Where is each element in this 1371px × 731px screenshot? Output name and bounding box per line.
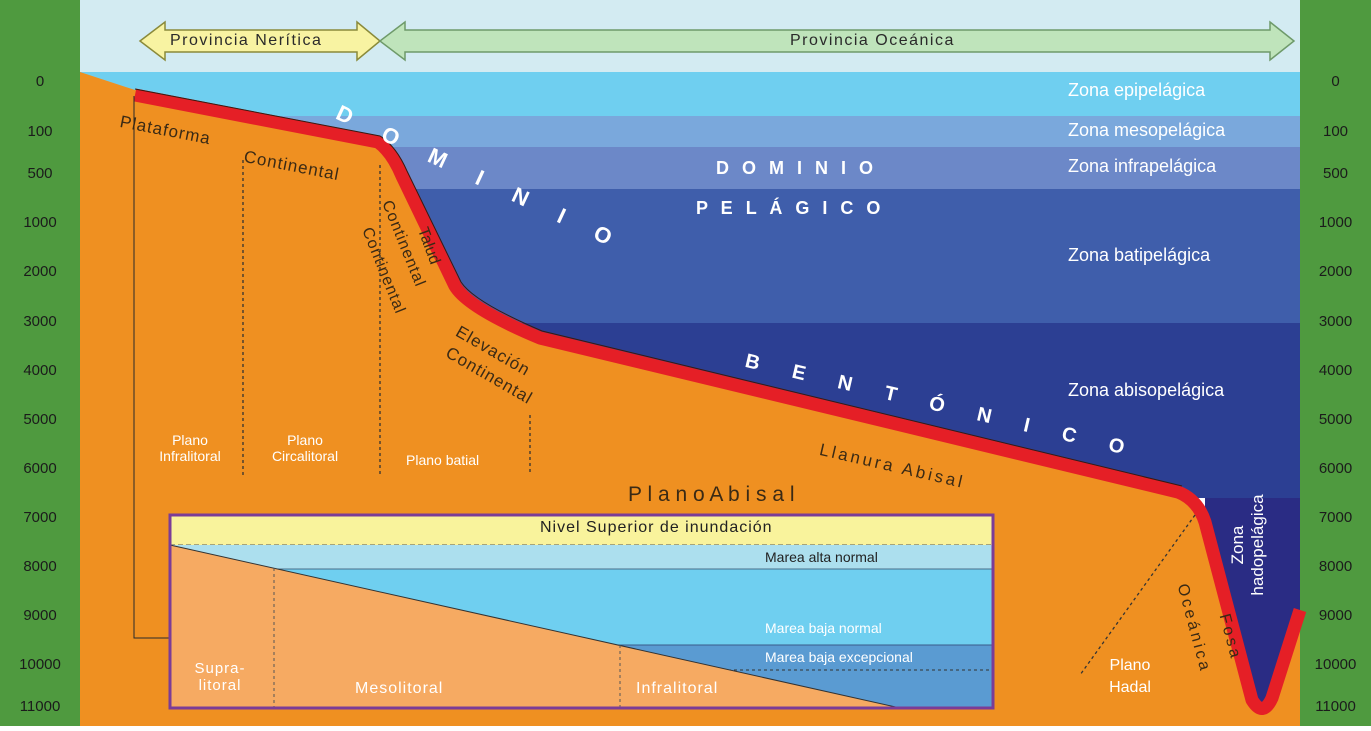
crust-outline [134,88,1183,487]
platform-boundary-line [133,96,170,639]
depth-label: 6000 [23,460,57,477]
supralitoral-line-2: litoral [198,677,242,694]
depth-label: 11000 [19,698,61,715]
depth-label: 100 [1322,123,1349,140]
depth-label: 3000 [23,313,57,330]
plano-circalitoral-line-1: Plano [287,432,323,448]
depth-label: 8000 [23,558,57,575]
depth-label: 500 [1322,165,1349,182]
zone-batipelagic-label: Zona batipelágica [1068,245,1211,265]
supralitoral-line-1: Supra- [194,660,246,677]
dominio-label: D O M I N I O [716,158,878,178]
plano-abisal-label: P l a n o A b i s a l [628,483,795,506]
oceanic-crust [133,88,1307,715]
depth-label: 0 [35,73,45,90]
plano-hadal-line-2: Hadal [1109,679,1151,696]
plano-hadal-line-1: Plano [1109,657,1151,674]
depth-label: 100 [27,123,53,140]
oceanic-arrow [378,20,1296,62]
depth-label: 4000 [1318,362,1353,379]
plano-batial-label: Plano batial [406,452,480,468]
depth-label: 10000 [19,656,61,673]
depth-label: 4000 [23,362,57,379]
depth-label: 1000 [23,214,57,231]
depth-label: 7000 [23,509,57,526]
marea-baja-label: Marea baja normal [765,620,882,636]
infralitoral-label: Infralitoral [636,680,719,697]
neritic-province-label: Provincia Nerítica [170,32,323,49]
oceanic-province-label: Provincia Oceánica [790,32,955,49]
depth-label: 7000 [1318,509,1353,526]
depth-label: 5000 [1318,411,1353,428]
zone-abisopelagic-label: Zona abisopelágica [1068,380,1225,400]
depth-label: 9000 [23,607,57,624]
zone-epipelagic-label: Zona epipelágica [1068,80,1206,100]
depth-label: 1000 [1318,214,1353,231]
mesolitoral-label: Mesolitoral [355,680,444,697]
plano-infralitoral-label: Plano Infralitoral [140,432,240,464]
supralitoral-label: Supra- litoral [180,660,260,694]
zone-mesopelagic-label: Zona mesopelágica [1068,120,1226,140]
depth-label: 0 [1331,73,1340,90]
tide-inset [168,513,995,710]
nivel-superior-label: Nivel Superior de inundación [540,519,773,536]
marea-baja-excepcional-label: Marea baja excepcional [765,649,913,665]
zone-infrapelagic-label: Zona infrapelágica [1068,156,1217,176]
depth-label: 3000 [1318,313,1353,330]
depth-label: 11000 [1315,698,1356,715]
depth-label: 2000 [23,263,57,280]
depth-label: 500 [27,165,53,182]
band-epipelagic [80,72,1300,116]
hadopelagic-line-1: Zona [1228,525,1247,565]
right-depth-bar [1300,0,1371,726]
left-depth-bar [0,0,80,726]
plano-circalitoral-line-2: Circalitoral [271,448,339,464]
plano-infralitoral-line-2: Infralitoral [159,448,221,464]
divider-hadal [1079,514,1196,676]
marea-alta-label: Marea alta normal [765,549,878,565]
depth-label: 8000 [1318,558,1353,575]
depth-label: 10000 [1314,656,1357,673]
depth-label: 5000 [23,411,57,428]
plano-hadal-label: Plano Hadal [1085,655,1175,699]
plano-infralitoral-line-1: Plano [172,432,208,448]
depth-label: 9000 [1318,607,1353,624]
depth-label: 2000 [1318,263,1353,280]
pelagico-label: P E L Á G I C O [696,198,885,218]
depth-label: 6000 [1318,460,1353,477]
plano-circalitoral-label: Plano Circalitoral [250,432,360,464]
hadopelagic-line-2: hadopelágica [1248,494,1267,596]
